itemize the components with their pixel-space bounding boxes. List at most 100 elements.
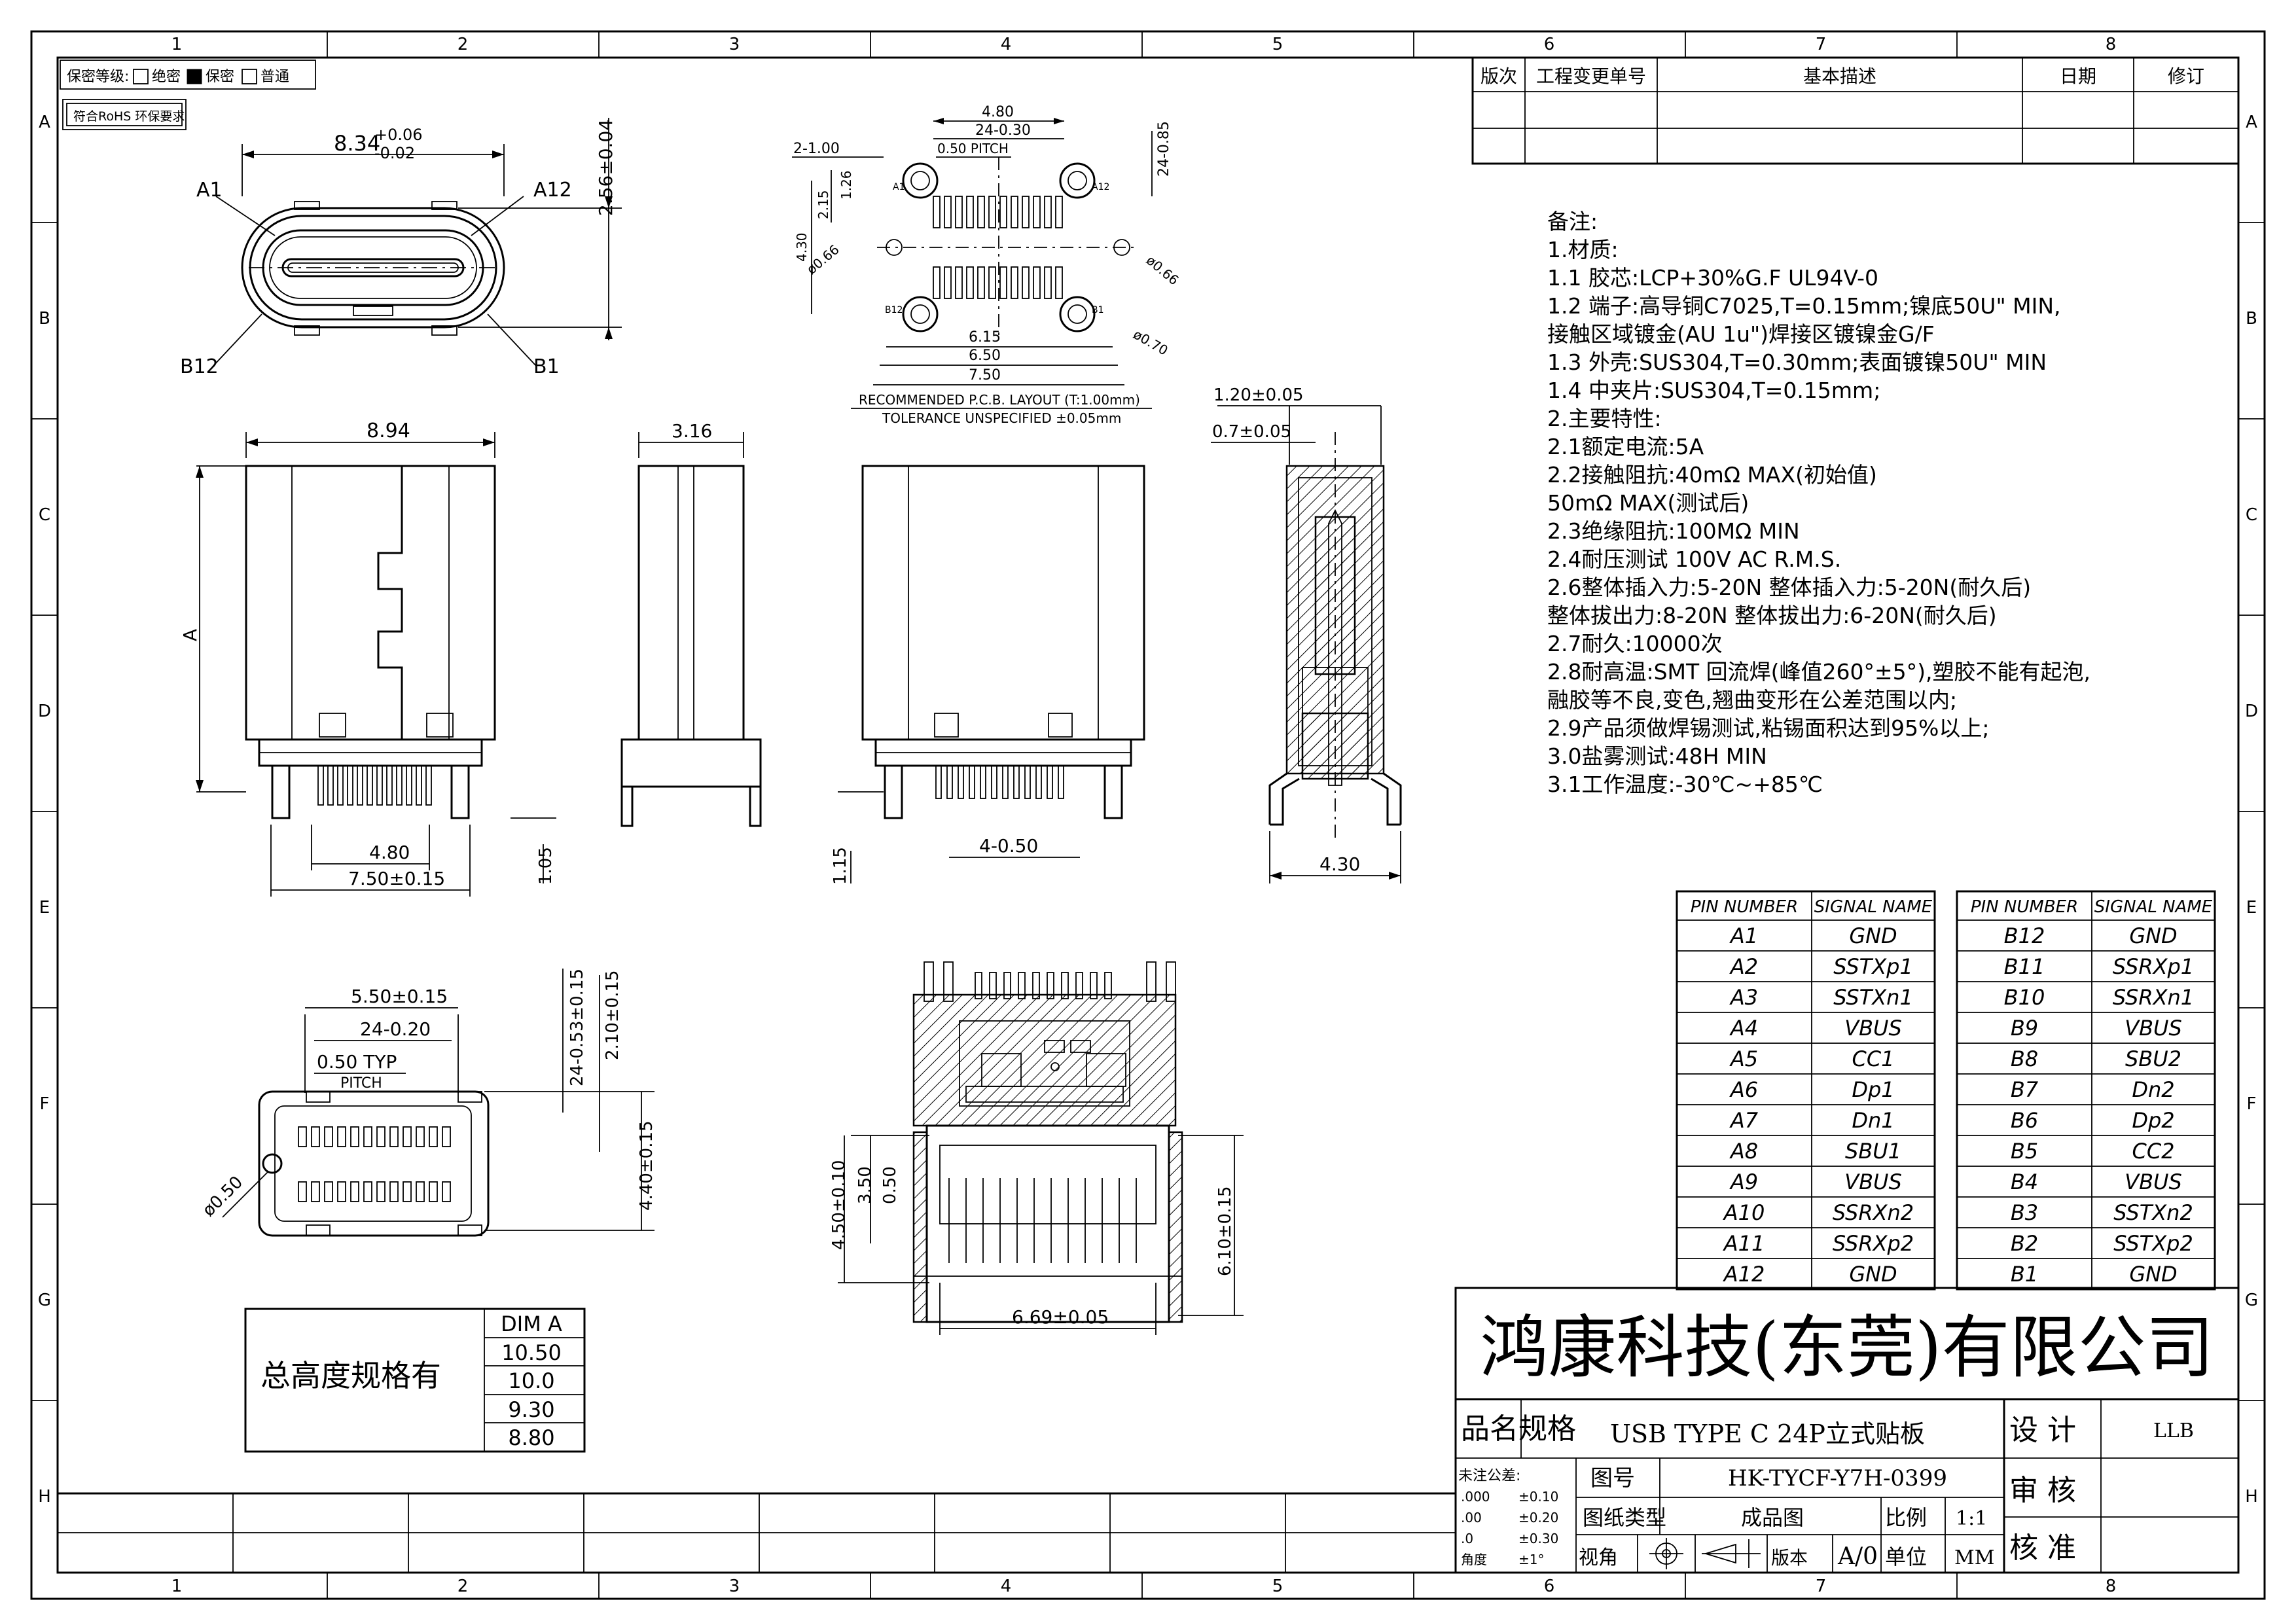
bottom-pad bbox=[416, 1126, 425, 1147]
row-label: E bbox=[2246, 898, 2257, 918]
smt-pin bbox=[1002, 765, 1009, 799]
bottom-pad bbox=[376, 1181, 386, 1202]
designer: LLB bbox=[2153, 1419, 2194, 1442]
dim-a-value: 10.50 bbox=[501, 1340, 562, 1365]
tol-value: ±1° bbox=[1518, 1552, 1544, 1567]
smt-pin bbox=[969, 765, 975, 799]
side-view: 3.16 bbox=[620, 420, 762, 827]
note-line: 2.8耐高温:SMT 回流焊(峰值260°±5°),塑胶不能有起泡, bbox=[1547, 659, 2090, 685]
security-checkbox-normal[interactable] bbox=[242, 69, 257, 84]
label-view: 视角 bbox=[1579, 1546, 1618, 1569]
notes-block: 备注: 1.材质: 1.1 胶芯:LCP+30%G.F UL94V-0 1.2 … bbox=[1547, 209, 2090, 797]
security-opt-normal: 普通 bbox=[260, 69, 289, 85]
row-label: A bbox=[2246, 113, 2257, 132]
signal-name: Dp2 bbox=[2132, 1108, 2174, 1133]
dim-bot-pitch: PITCH bbox=[340, 1075, 382, 1092]
smt-pin bbox=[406, 765, 412, 806]
smt-pin bbox=[1035, 765, 1042, 799]
col-label: 4 bbox=[1001, 35, 1012, 54]
smt-pin bbox=[991, 765, 997, 799]
col-label: 2 bbox=[457, 35, 469, 54]
label-product-spec: 品名规格 bbox=[1461, 1412, 1576, 1446]
bottom-pad bbox=[324, 1126, 333, 1147]
pin-number: B7 bbox=[2011, 1077, 2039, 1102]
smt-pin bbox=[327, 765, 334, 806]
col-label: 2 bbox=[457, 1577, 469, 1596]
dim-front-480: 4.80 bbox=[369, 842, 410, 863]
dim-a-value: 9.30 bbox=[508, 1397, 554, 1422]
smt-pin bbox=[416, 765, 422, 806]
bottom-pad bbox=[337, 1181, 346, 1202]
dim-iso-610: 6.10±0.15 bbox=[1215, 1186, 1235, 1276]
note-line: 2.9产品须做焊锡测试,粘锡面积达到95%以上; bbox=[1547, 715, 1989, 741]
cutaway-pin bbox=[1075, 972, 1083, 999]
section-view: 1.20±0.05 0.7±0.05 4.30 bbox=[1211, 385, 1402, 883]
signal-name: GND bbox=[2129, 923, 2177, 948]
signal-name: CC1 bbox=[1852, 1046, 1894, 1071]
label-unit: 单位 bbox=[1885, 1544, 1927, 1569]
label-design: 设 计 bbox=[2009, 1414, 2076, 1447]
pcb-pad bbox=[955, 266, 963, 299]
dim-sec-120: 1.20±0.05 bbox=[1213, 385, 1304, 405]
security-checkbox-top-secret[interactable] bbox=[133, 69, 149, 84]
note-line: 2.3绝缘阻抗:100MΩ MIN bbox=[1547, 518, 1800, 544]
dim-a-value: 10.0 bbox=[508, 1368, 554, 1393]
note-line: 3.0盐雾测试:48H MIN bbox=[1547, 743, 1767, 769]
pcb-pad bbox=[999, 196, 1007, 228]
pin-number: B6 bbox=[2011, 1108, 2038, 1133]
note-line: 1.材质: bbox=[1547, 237, 1619, 262]
smt-pin bbox=[1024, 765, 1031, 799]
signal-name: SSRXn1 bbox=[2113, 985, 2194, 1010]
row-label: G bbox=[38, 1291, 51, 1310]
smt-pin bbox=[317, 765, 324, 806]
row-label: D bbox=[2245, 702, 2258, 721]
pin-number: A8 bbox=[1729, 1139, 1758, 1164]
security-checkbox-secret[interactable] bbox=[187, 69, 202, 84]
dim-pcb-750: 7.50 bbox=[969, 367, 1001, 383]
bottom-pad bbox=[311, 1126, 320, 1147]
pcb-pad bbox=[1011, 196, 1018, 228]
smt-pin bbox=[935, 765, 942, 799]
signal-name: SBU2 bbox=[2125, 1046, 2181, 1071]
dim-iso-669: 6.69±0.05 bbox=[1012, 1306, 1109, 1328]
smt-pin bbox=[1058, 765, 1064, 799]
signal-name: SSRXn2 bbox=[1833, 1200, 1914, 1225]
col-label: 3 bbox=[729, 35, 740, 54]
signal-name: SBU1 bbox=[1845, 1139, 1901, 1164]
signal-name: SSRXp1 bbox=[2113, 954, 2194, 979]
company-name: 鸿康科技(东莞)有限公司 bbox=[1480, 1308, 2214, 1387]
pin-number: B8 bbox=[2011, 1046, 2038, 1071]
pcb-pad bbox=[1022, 266, 1030, 299]
pcb-pad bbox=[966, 266, 974, 299]
signal-name: VBUS bbox=[2125, 1169, 2182, 1194]
shell-tab bbox=[924, 961, 934, 1002]
pcb-pad bbox=[1033, 266, 1041, 299]
col-label: 4 bbox=[1001, 1577, 1012, 1596]
pcb-layout-tolerance: TOLERANCE UNSPECIFIED ±0.05mm bbox=[882, 410, 1121, 426]
row-label: E bbox=[39, 898, 50, 918]
col-label: 8 bbox=[2106, 1577, 2117, 1596]
bottom-pad bbox=[416, 1181, 425, 1202]
title-block: 鸿康科技(东莞)有限公司 品名规格 USB TYPE C 24P立式贴板 设 计… bbox=[1454, 1287, 2240, 1574]
cutaway-pin bbox=[989, 972, 997, 999]
note-line: 2.7耐久:10000次 bbox=[1547, 631, 1723, 656]
note-line: 1.3 外壳:SUS304,T=0.30mm;表面镀镍50U" MIN bbox=[1547, 349, 2047, 375]
pin-number: B5 bbox=[2011, 1139, 2038, 1164]
pin-number: A2 bbox=[1729, 954, 1758, 979]
drawing-type: 成品图 bbox=[1741, 1505, 1804, 1530]
pin-number: B12 bbox=[2004, 923, 2045, 948]
cutaway-pin bbox=[1003, 972, 1011, 999]
pcb-pad bbox=[944, 196, 952, 228]
bottom-pad bbox=[403, 1181, 412, 1202]
bottom-view: 5.50±0.15 24-0.20 0.50 TYP PITCH 24-0.53… bbox=[199, 969, 656, 1237]
pcb-pad bbox=[1022, 196, 1030, 228]
note-line: 2.主要特性: bbox=[1547, 406, 1662, 431]
cutaway-pin bbox=[975, 972, 982, 999]
cutaway-pin bbox=[1018, 972, 1026, 999]
bottom-pad bbox=[337, 1126, 346, 1147]
dim-sec-07: 0.7±0.05 bbox=[1212, 422, 1291, 442]
label-approve: 核 准 bbox=[2009, 1531, 2076, 1565]
first-angle-projection-icon bbox=[1649, 1538, 1761, 1569]
rohs-label: 符合RoHS 环保要求 bbox=[73, 109, 185, 124]
smt-pin bbox=[396, 765, 403, 806]
